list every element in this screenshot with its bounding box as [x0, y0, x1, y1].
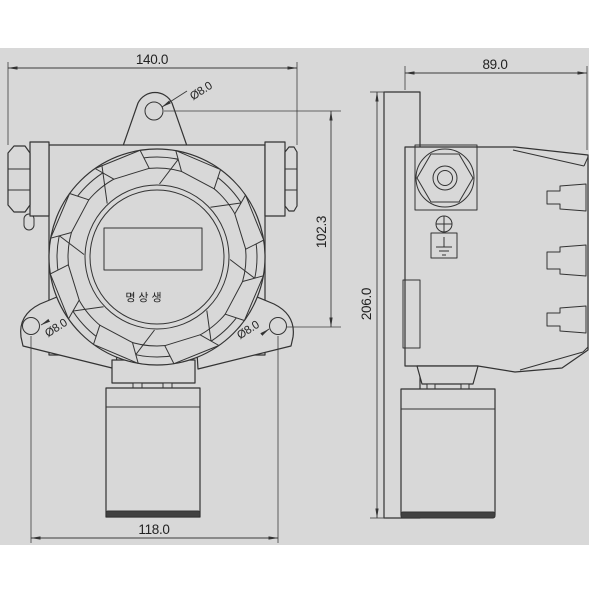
- left-entry-boss: [29, 141, 50, 217]
- bezel-rib-lug: [94, 149, 150, 180]
- bezel-rib-lug: [164, 334, 220, 365]
- bezel-rib-pattern: [49, 149, 265, 365]
- cable-gland-inner: [432, 165, 458, 191]
- bottom-chamfer-line: [519, 351, 584, 371]
- ground-symbol: [436, 237, 452, 256]
- bezel-rib-lug: [175, 150, 221, 190]
- bezel-ring-circle: [56, 156, 258, 358]
- left-plug-nub: [23, 213, 35, 231]
- gland-bracket: [414, 144, 478, 211]
- neck-tab: [460, 383, 470, 390]
- top-mounting-hole: [144, 101, 164, 121]
- left-hex-plug: [7, 145, 31, 213]
- top-chamfer-line: [583, 156, 589, 167]
- cover-rib: [546, 183, 587, 212]
- sensor-housing-front: [105, 387, 201, 518]
- bezel-rib-lug: [50, 193, 90, 239]
- dim-height: 206.0: [359, 288, 374, 320]
- sensor-bottom-edge: [105, 510, 201, 518]
- front-view: 명상생: [7, 91, 298, 518]
- right-entry-boss: [264, 141, 286, 217]
- bezel-groove-line: [101, 165, 108, 204]
- top-chamfer-line: [512, 149, 585, 167]
- bottom-chamfer-line: [582, 346, 589, 353]
- plate-slot: [402, 279, 421, 349]
- leader-top-hole: [161, 90, 188, 108]
- leader-left-hole: [40, 318, 51, 326]
- dim-depth: 89.0: [482, 57, 507, 72]
- bezel-rib-lug: [93, 324, 139, 364]
- side-neck: [416, 365, 479, 385]
- cable-gland-bore: [437, 170, 453, 186]
- dim-overall-width: 140.0: [136, 52, 168, 67]
- leader-right-hole: [260, 328, 270, 336]
- display-window: [103, 227, 203, 271]
- right-hex-plug: [284, 146, 298, 212]
- dim-hole-horizontal-spacing: 118.0: [138, 522, 169, 537]
- dim-hole-vertical-spacing: 102.3: [314, 216, 329, 248]
- sensor-bottom-edge: [400, 511, 496, 519]
- cable-gland-hex-nut: [416, 153, 474, 203]
- neck-tab: [162, 382, 173, 389]
- sensor-housing-side: [400, 388, 496, 516]
- bezel-ring-circle: [67, 167, 247, 347]
- right-mounting-hole: [269, 317, 287, 335]
- faceplate-inner-circle: [89, 189, 225, 325]
- bezel-rib-lug: [234, 194, 265, 250]
- cover-rib: [546, 244, 587, 277]
- cover-rib: [546, 305, 587, 334]
- cable-gland-outer: [415, 148, 475, 208]
- faceplate-brand-text: 명상생: [125, 291, 164, 304]
- neck-tab: [426, 383, 436, 390]
- ground-symbol-box: [430, 232, 458, 259]
- side-view: [383, 91, 589, 519]
- bezel-rib-lug: [224, 275, 264, 321]
- left-mounting-hole: [22, 317, 40, 335]
- bezel-rib-lug: [49, 264, 80, 320]
- neck-tab: [132, 382, 143, 389]
